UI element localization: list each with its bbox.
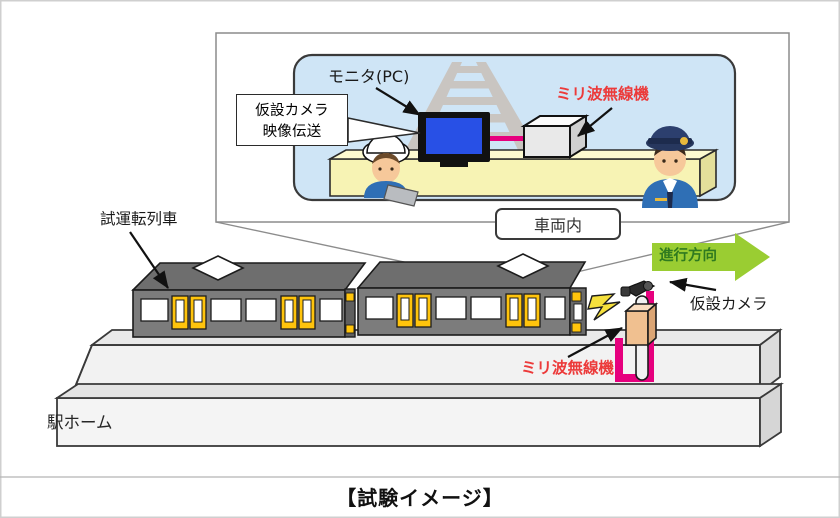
label-station-platform: 駅ホーム [47,413,113,432]
pantograph-diamond-icon [496,253,550,279]
worker-with-helmet-icon [362,133,419,207]
desk-bench [326,148,720,198]
label-direction-of-travel: 進行方向 [659,248,717,264]
figure-caption: 【試験イメージ】 [336,486,504,510]
station-platform [54,328,784,448]
arrow-test-train [129,231,169,289]
temporary-camera-icon [620,280,656,297]
direction-arrow [652,233,770,281]
test-train [131,253,587,338]
mmwave-radio-icon [520,114,590,159]
callout-line-2: 映像伝送 [262,124,322,140]
pantograph-diamond-icon [191,255,245,281]
arrow-mmwave-top [577,107,613,137]
label-monitor-pc: モニタ(PC) [328,67,410,86]
callout-line-1: 仮設カメラ [255,103,329,119]
label-inside-car: 車両内 [495,208,621,240]
label-test-train: 試運転列車 [100,210,178,228]
train-conductor-icon [642,126,698,208]
lightning-bolt-icon [587,293,621,321]
arrow-monitor-pc [375,87,421,116]
equipment-assembly [567,277,717,382]
callout-camera-video-transmission: 仮設カメラ 映像伝送 [236,94,348,146]
label-mmwave-radio-field: ミリ波無線機 [521,359,615,377]
mmwave-cable [486,136,528,141]
callout-pointer-camera-feed [347,117,421,143]
label-temporary-camera: 仮設カメラ [690,295,768,313]
label-mmwave-radio-inset: ミリ波無線機 [556,85,650,103]
monitor-icon [418,112,490,167]
mmwave-radio-field-icon [623,302,659,347]
